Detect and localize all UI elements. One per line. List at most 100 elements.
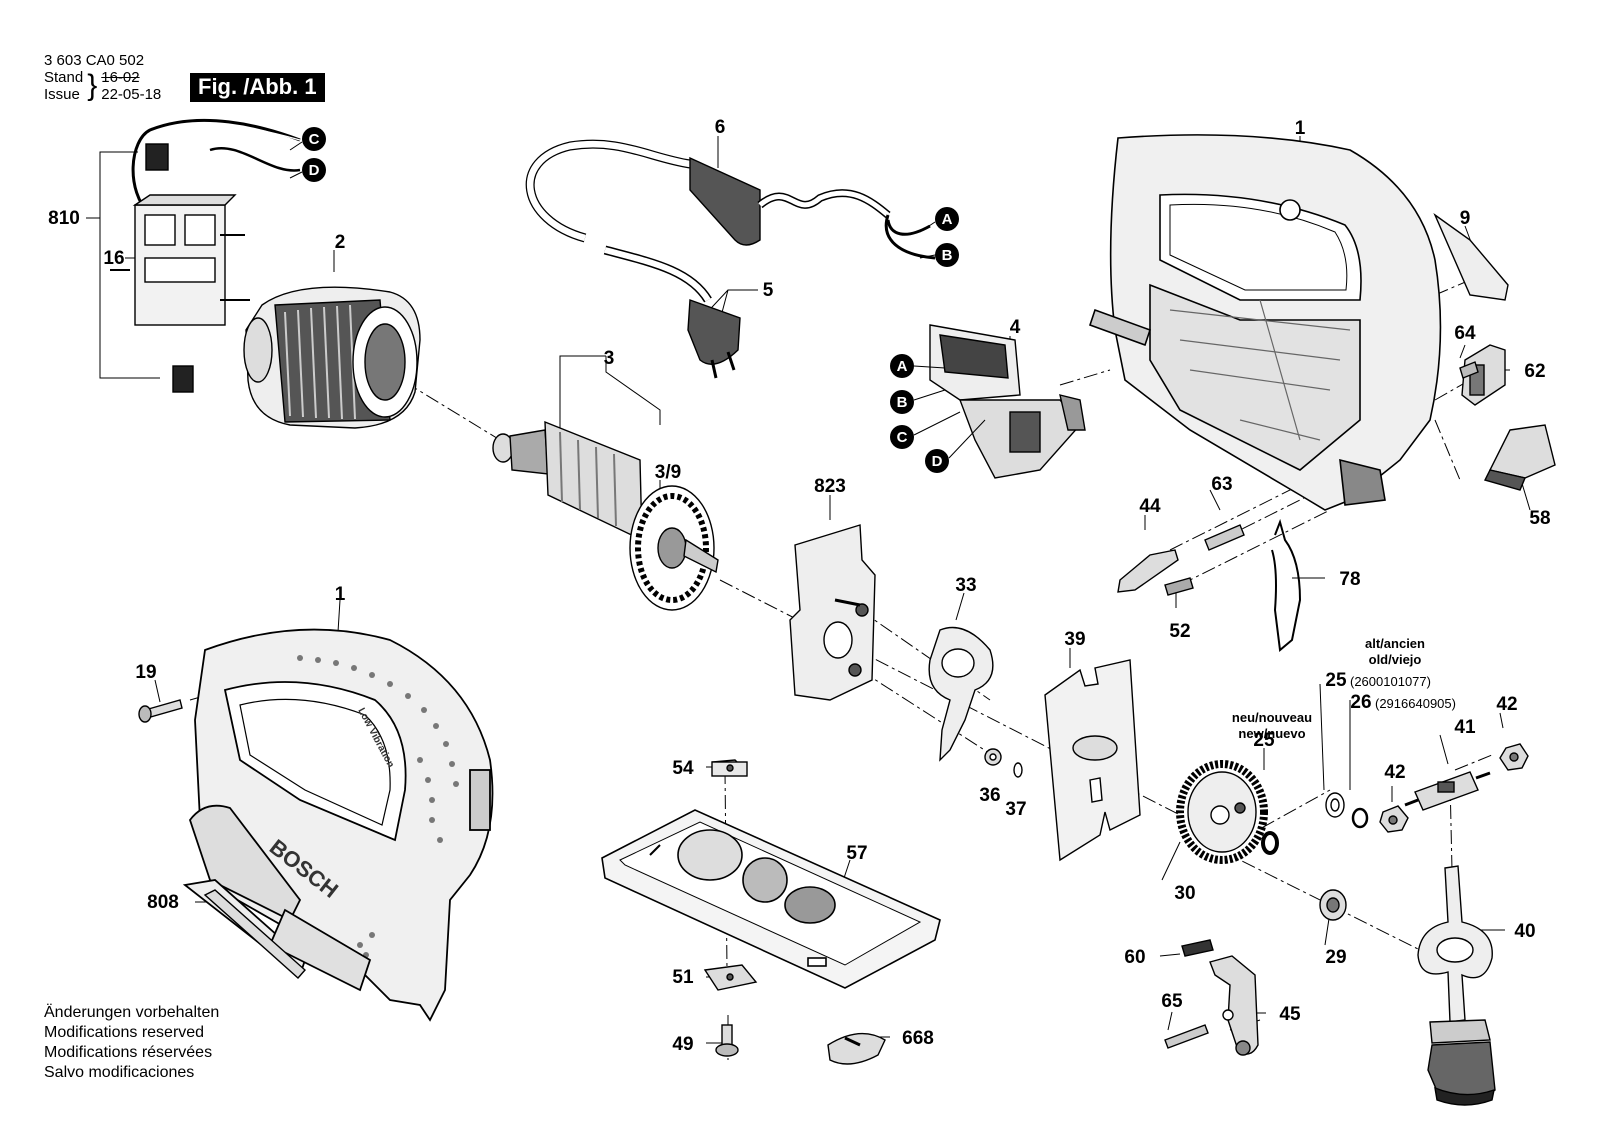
connector-d-top: D (302, 158, 326, 182)
document-header: 3 603 CA0 502 Stand Issue } 16-02 22-05-… (44, 52, 161, 103)
part-63-rod (1204, 524, 1245, 551)
svg-text:C: C (897, 429, 908, 446)
note-old-p26-code: (2916640905) (1375, 696, 1456, 711)
label-5: 5 (763, 280, 774, 301)
part-52-key (1164, 577, 1194, 596)
label-65: 65 (1161, 991, 1183, 1012)
part-26-ring-old (1351, 807, 1369, 829)
label-808: 808 (147, 892, 179, 913)
label-42-right: 42 (1496, 694, 1517, 715)
part-5-plug (603, 245, 741, 379)
label-37: 37 (1005, 799, 1026, 820)
connector-markers: C D A B A B C (289, 127, 986, 473)
svg-text:D: D (309, 162, 320, 179)
part-44-lever (1117, 549, 1179, 593)
label-45: 45 (1279, 1004, 1301, 1025)
notice-line-en: Modifications reserved (44, 1024, 205, 1041)
label-44: 44 (1139, 496, 1161, 517)
part-58-clip (1483, 424, 1556, 491)
part-25-washer-old (1325, 792, 1345, 818)
label-668: 668 (902, 1028, 934, 1049)
part-29-bushing (1319, 889, 1347, 921)
part-2-field-coil (243, 286, 421, 429)
svg-text:A: A (897, 358, 908, 375)
note-new-line2: new/nuevo (1238, 726, 1305, 741)
notice-line-de: Änderungen vorbehalten (44, 1004, 220, 1021)
label-33: 33 (955, 575, 976, 596)
label-25-new: 25 (1253, 730, 1275, 751)
label-60: 60 (1124, 947, 1145, 968)
label-64: 64 (1454, 323, 1476, 344)
part-33-lever (928, 626, 994, 762)
part-41-roller (1404, 771, 1491, 811)
label-19: 19 (135, 662, 156, 683)
label-4: 4 (1010, 317, 1021, 338)
label-51: 51 (672, 967, 694, 988)
label-57: 57 (846, 843, 867, 864)
part-39-plate (1044, 659, 1141, 862)
notice-line-fr: Modifications réservées (44, 1044, 213, 1061)
part-40-plunger (1417, 865, 1496, 1106)
label-9: 9 (1460, 208, 1471, 229)
part-668-cap (827, 1032, 886, 1065)
part-3-armature (492, 420, 719, 611)
part-64-pin (1459, 361, 1479, 379)
part-25-circlip-new (1261, 831, 1279, 855)
label-26: 26 (1350, 692, 1371, 713)
part-60-pad (1181, 939, 1214, 957)
part-810-switch-assembly (110, 118, 301, 393)
part-1-housing-half-interior (1088, 134, 1442, 511)
part-808-plate (203, 889, 306, 979)
svg-text:B: B (897, 394, 908, 411)
part-37-ring (1013, 762, 1023, 778)
notice-line-es: Salvo modificaciones (44, 1064, 195, 1081)
part-57-base-plate (601, 809, 941, 989)
note-old-p25-code: (2600101077) (1350, 674, 1431, 689)
label-63: 63 (1211, 474, 1232, 495)
modifications-notice: Änderungen vorbehalten Modifications res… (44, 1003, 219, 1083)
part-number-labels: 1 1 2 3 3/9 4 5 6 9 16 19 25 25 26 29 30… (48, 117, 1550, 1055)
part-823-bracket (789, 524, 876, 701)
figure-badge: Fig. /Abb. 1 (190, 73, 325, 102)
label-41: 41 (1454, 717, 1476, 738)
label-3: 3 (604, 348, 615, 369)
connector-b-cord: B (935, 243, 959, 267)
part-51-pad (703, 964, 758, 991)
svg-text:A: A (942, 211, 953, 228)
part-19-screw (138, 699, 183, 723)
label-16: 16 (103, 248, 124, 269)
part-30-gear (1176, 760, 1268, 864)
label-54: 54 (672, 758, 694, 779)
label-58: 58 (1529, 508, 1550, 529)
part-42-nut-left (1379, 805, 1409, 833)
part-6-cord (525, 139, 936, 260)
label-40: 40 (1514, 921, 1535, 942)
label-823: 823 (814, 476, 846, 497)
svg-text:D: D (932, 453, 943, 470)
note-old-line1: alt/ancien (1365, 636, 1425, 651)
part-65-pin (1164, 1024, 1209, 1049)
svg-text:B: B (942, 247, 953, 264)
label-39: 39 (1064, 629, 1085, 650)
connector-b-switch: B (890, 390, 914, 414)
part-45-lever (1209, 955, 1259, 1056)
part-42-nut-right (1499, 743, 1529, 771)
label-36: 36 (979, 785, 1000, 806)
label-29: 29 (1325, 947, 1346, 968)
label-78: 78 (1339, 569, 1360, 590)
connector-c-top: C (302, 127, 326, 151)
connector-d-switch: D (925, 449, 949, 473)
connector-c-switch: C (890, 425, 914, 449)
issue-value: 22-05-18 (101, 86, 162, 103)
label-6: 6 (715, 117, 726, 138)
label-42-left: 42 (1384, 762, 1405, 783)
label-1-housing-left: 1 (335, 584, 346, 605)
stand-value: 16-02 (101, 69, 140, 86)
label-3-9: 3/9 (655, 462, 681, 483)
label-49: 49 (672, 1034, 693, 1055)
connector-a-cord: A (935, 207, 959, 231)
part-1-housing-exterior (182, 628, 494, 1022)
note-new-line1: neu/nouveau (1232, 710, 1312, 725)
